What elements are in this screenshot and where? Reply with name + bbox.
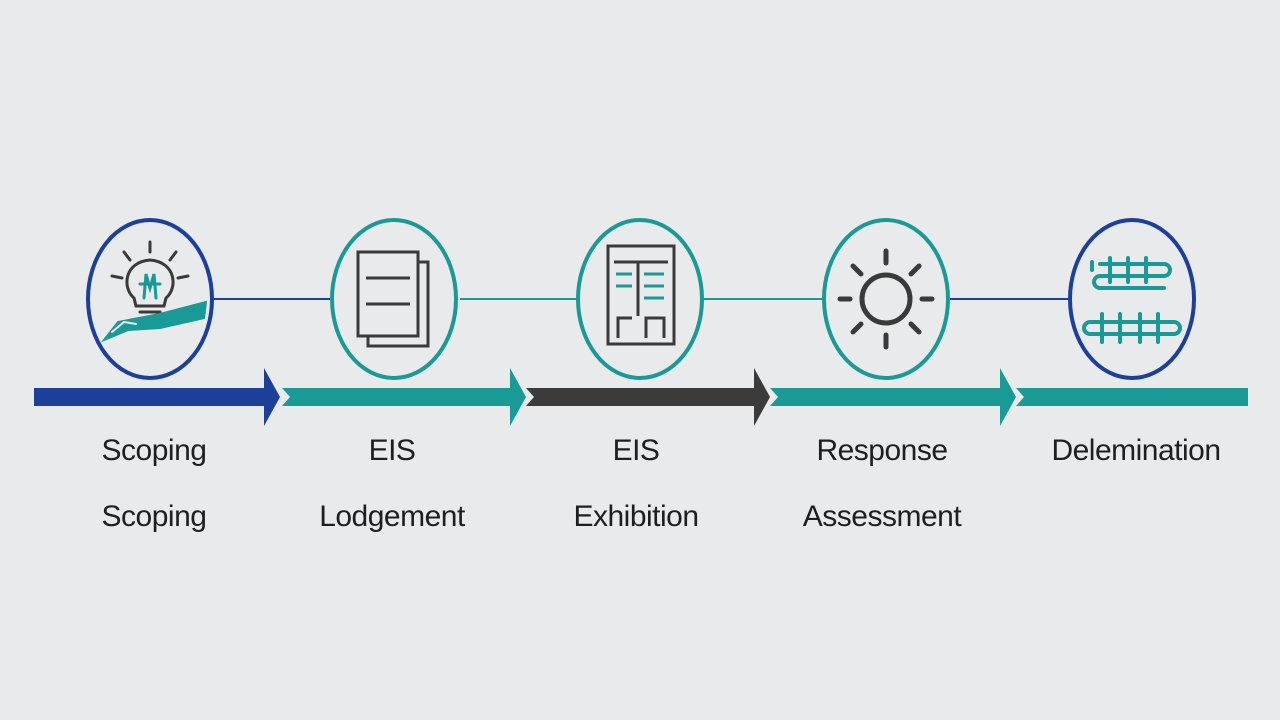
coil-icon (1082, 256, 1182, 344)
stage-4-label-line1: Response (816, 434, 948, 467)
arrow-segment-1 (34, 368, 280, 426)
stage-ring (822, 218, 950, 380)
arrow-segment-4 (770, 368, 1016, 426)
stage-1-node (86, 218, 214, 380)
stage-1-label-line1: Scoping (101, 434, 207, 467)
stage-1-label-line2: Scoping (101, 500, 207, 533)
stage-ring (86, 218, 214, 380)
documents-icon (356, 250, 430, 348)
stage-5-node (1068, 218, 1196, 380)
stage-ring (330, 218, 458, 380)
stage-3-label-line2: Exhibition (573, 500, 699, 533)
stage-2-label-line2: Lodgement (319, 500, 465, 533)
stage-3-node (576, 218, 704, 380)
arrow-segment-5 (1016, 388, 1248, 406)
stage-ring (1068, 218, 1196, 380)
stage-4-label-line2: Assessment (802, 500, 962, 533)
stage-5-label-line1: Delemination (1051, 434, 1221, 467)
gear-icon (837, 248, 935, 350)
exhibition-board-icon (606, 244, 676, 346)
timeline (34, 368, 1248, 426)
arrow-segment-2 (282, 368, 526, 426)
stage-3-label-line1: EIS (612, 434, 660, 467)
stage-ring (576, 218, 704, 380)
lightbulb-hand-icon (100, 240, 208, 343)
arrow-segment-3 (526, 368, 770, 426)
stage-2-label-line1: EIS (368, 434, 416, 467)
stage-2-node (330, 218, 458, 380)
stage-4-node (822, 218, 950, 380)
